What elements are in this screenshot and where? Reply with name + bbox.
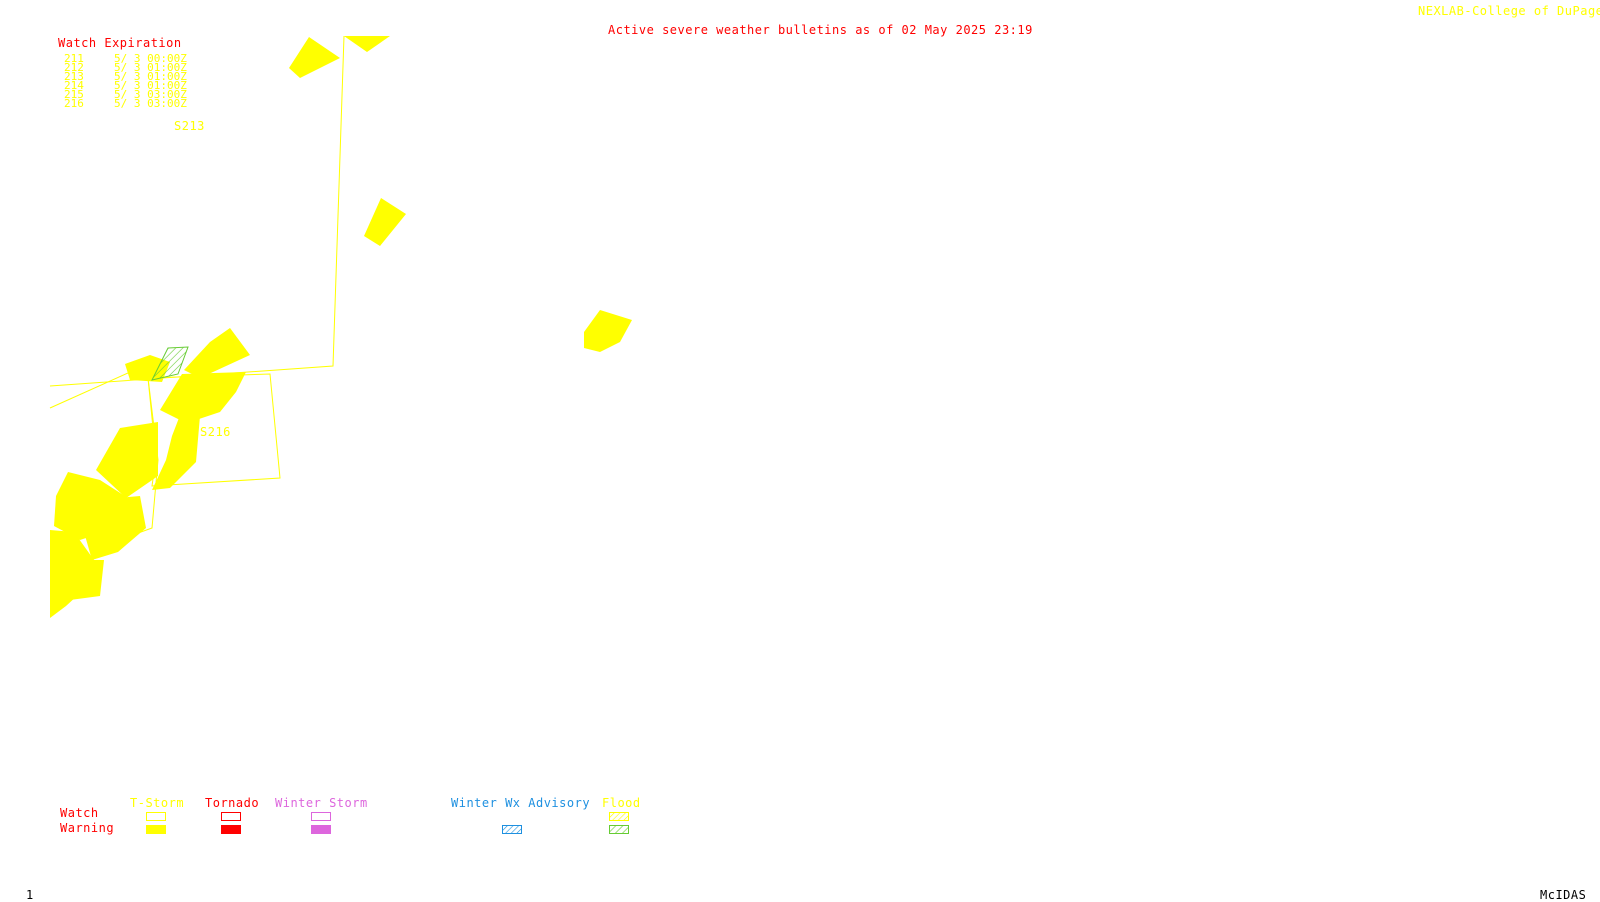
legend-tornado-label: Tornado [205, 796, 260, 810]
watch-row: 213 5/ 3 01:00Z [64, 70, 187, 83]
frame-number: 1 [26, 888, 34, 902]
legend-tornado-watch-swatch [221, 812, 241, 821]
warning-polygon [70, 560, 104, 600]
watch-id: 215 [64, 88, 84, 101]
watch-outline-diagonal [49, 372, 129, 409]
watch-expires: 5/ 3 00:00Z [114, 52, 187, 65]
warning-polygon [96, 422, 158, 498]
legend-winter-storm-warning-swatch [311, 825, 331, 834]
legend-tstorm-label: T-Storm [130, 796, 185, 810]
warning-polygon [160, 372, 246, 420]
legend-winter-advisory-label: Winter Wx Advisory [451, 796, 591, 810]
software-label: McIDAS [1540, 888, 1587, 902]
legend-tstorm-watch-swatch [146, 812, 166, 821]
watch-id: 213 [64, 70, 84, 83]
legend-row-warning: Warning [60, 821, 115, 835]
legend-flood-warning-swatch [609, 825, 629, 834]
watch-id: 214 [64, 79, 84, 92]
watch-expires: 5/ 3 01:00Z [114, 70, 187, 83]
watch-id: 211 [64, 52, 84, 65]
watch-id: 216 [64, 97, 84, 110]
warning-polygon [364, 198, 406, 246]
watch-row: 211 5/ 3 00:00Z [64, 52, 187, 65]
watch-row: 215 5/ 3 03:00Z [64, 88, 187, 101]
credit-label: NEXLAB-College of DuPage® [1418, 5, 1600, 18]
watch-expiration-list: 211 5/ 3 00:00Z 212 5/ 3 01:00Z 213 5/ 3 01… [64, 52, 187, 110]
watch-expiration-heading: Watch Expiration [58, 36, 182, 50]
watch-row: 214 5/ 3 01:00Z [64, 79, 187, 92]
warning-polygon [584, 310, 632, 352]
legend-flood-watch-swatch [609, 812, 629, 821]
credit-text: NEXLAB-College of DuPage [1418, 4, 1600, 18]
watch-row: 216 5/ 3 03:00Z [64, 97, 187, 110]
legend-winter-storm-watch-swatch [311, 812, 331, 821]
watch-expires: 5/ 3 01:00Z [114, 61, 187, 74]
warning-polygon [84, 496, 146, 560]
warning-polygon [152, 410, 200, 490]
legend-winter-advisory-swatch [502, 825, 522, 834]
watch-expires: 5/ 3 03:00Z [114, 97, 187, 110]
watch-expires: 5/ 3 03:00Z [114, 88, 187, 101]
bulletin-title: Active severe weather bulletins as of 02… [608, 23, 1033, 37]
legend-flood-label: Flood [602, 796, 641, 810]
warning-polygon [344, 36, 390, 52]
legend-tornado-warning-swatch [221, 825, 241, 834]
watch-expires: 5/ 3 01:00Z [114, 79, 187, 92]
watch-row: 212 5/ 3 01:00Z [64, 61, 187, 74]
legend-winter-storm-label: Winter Storm [275, 796, 368, 810]
legend-tstorm-warning-swatch [146, 825, 166, 834]
warning-polygon [184, 328, 250, 378]
warning-polygon [289, 37, 340, 78]
watch-label-s213: S213 [174, 119, 205, 133]
flood-warning-polygon [151, 346, 189, 381]
watch-id: 212 [64, 61, 84, 74]
legend-row-watch: Watch [60, 806, 99, 820]
watch-label-s216: S216 [200, 425, 231, 439]
